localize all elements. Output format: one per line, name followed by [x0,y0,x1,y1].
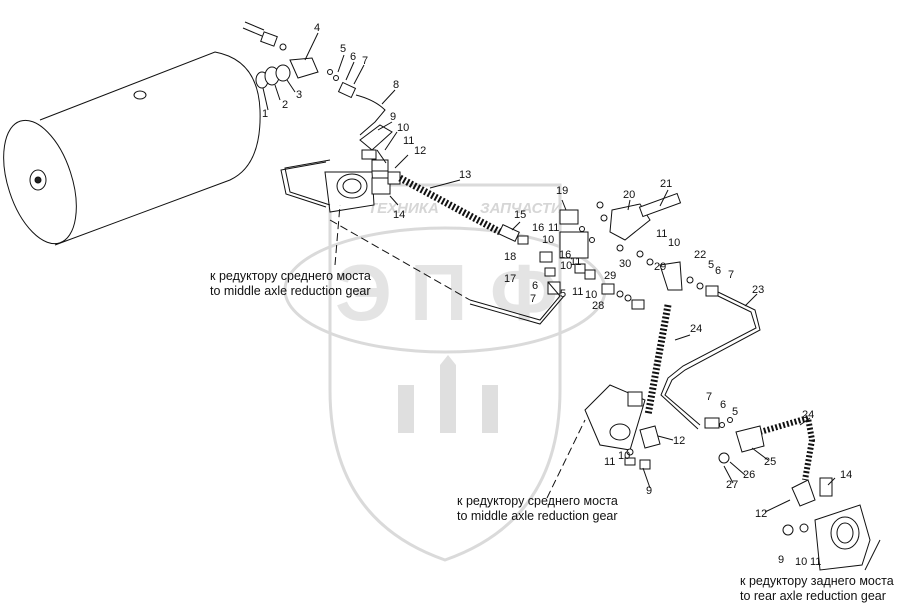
callout-label: 24 [802,409,814,421]
callout-label: 10 [585,289,597,301]
callout-label: 12 [755,508,767,520]
callout-label: 11 [548,222,559,234]
callout-label: 10 [795,556,807,568]
callout-label: 21 [660,178,672,190]
caption-en: to middle axle reduction gear [457,509,618,523]
callout-label: 4 [314,22,320,34]
callout-label: 8 [393,79,399,91]
callout-label: 10 [618,450,630,462]
callout-label: 7 [362,55,368,67]
callout-label: 28 [592,300,604,312]
leader-lines [262,32,836,513]
watermark-letter-1: Э [335,248,392,337]
callout-label: 11 [656,228,667,240]
rear-axle-flange [782,477,881,571]
callout-label: 6 [350,51,356,63]
callout-label: 9 [778,554,784,566]
callout-label: 22 [694,249,706,261]
callout-label: 29 [654,261,666,273]
watermark-logo: Э П Ф ТЕХНИКА ЗАПЧАСТИ [283,183,607,562]
callout-label: 10 [560,260,572,272]
callout-label: 9 [646,485,652,497]
callout-label: 6 [715,265,721,277]
callout-label: 30 [619,258,631,270]
callout-label: 26 [743,469,755,481]
callout-label: 7 [530,293,536,305]
callout-label: 6 [532,280,538,292]
callout-label: 11 [810,556,821,568]
lower-valve-block [584,384,765,470]
pipes [280,159,761,430]
caption-en: to rear axle reduction gear [740,589,886,603]
callout-label: 11 [403,135,414,147]
callout-label: 27 [726,479,738,491]
caption-en: to middle axle reduction gear [210,284,371,298]
caption-ru: к редуктору среднего моста [210,269,371,283]
callout-label: 3 [296,89,302,101]
watermark-letter-3: Ф [490,248,558,337]
hoses [644,304,816,481]
callout-label: 11 [572,286,583,298]
callout-label: 5 [340,43,346,55]
callout-label: 14 [840,469,852,481]
watermark-right-text: ЗАПЧАСТИ [480,200,563,217]
callout-label: 14 [393,209,405,221]
callout-label: 23 [752,284,764,296]
callout-label: 2 [282,99,288,111]
callout-label: 11 [570,256,581,268]
callout-label: 19 [556,185,568,197]
callout-label: 16 [559,249,571,261]
air-receiver-tank [3,51,261,246]
callout-label: 24 [690,323,702,335]
callout-label: 29 [604,270,616,282]
watermark-left-text: ТЕХНИКА [368,200,439,217]
caption-middle-axle-lower: к редуктору среднего моста to middle axl… [457,494,618,523]
callout-label: 7 [706,391,712,403]
callout-label: 12 [414,145,426,157]
callout-label: 5 [560,288,566,300]
callout-label: 11 [604,456,615,468]
callout-numbers: 4 5 6 7 8 9 10 11 12 13 14 15 16 10 11 1… [262,22,852,568]
caption-ru: к редуктору заднего моста [740,574,894,588]
callout-label: 5 [708,259,714,271]
upper-fittings [242,21,393,172]
callout-label: 20 [623,189,635,201]
callout-label: 16 [532,222,544,234]
callout-label: 6 [720,399,726,411]
callout-label: 10 [668,237,680,249]
callout-label: 5 [732,406,738,418]
callout-label: 10 [542,234,554,246]
caption-middle-axle-upper: к редуктору среднего моста to middle axl… [210,269,371,298]
callout-label: 12 [673,435,685,447]
caption-ru: к редуктору среднего моста [457,494,618,508]
callout-label: 9 [390,111,396,123]
callout-label: 7 [728,269,734,281]
callout-label: 1 [262,108,268,120]
callout-label: 25 [764,456,776,468]
callout-label: 18 [504,251,516,263]
callout-label: 10 [397,122,409,134]
callout-label: 15 [514,209,526,221]
valve-block [539,192,719,310]
watermark-letter-2: П [410,248,468,337]
middle-axle-assembly [324,171,529,245]
caption-rear-axle: к редуктору заднего моста to rear axle r… [740,574,894,603]
callout-label: 13 [459,169,471,181]
callout-label: 17 [504,273,516,285]
